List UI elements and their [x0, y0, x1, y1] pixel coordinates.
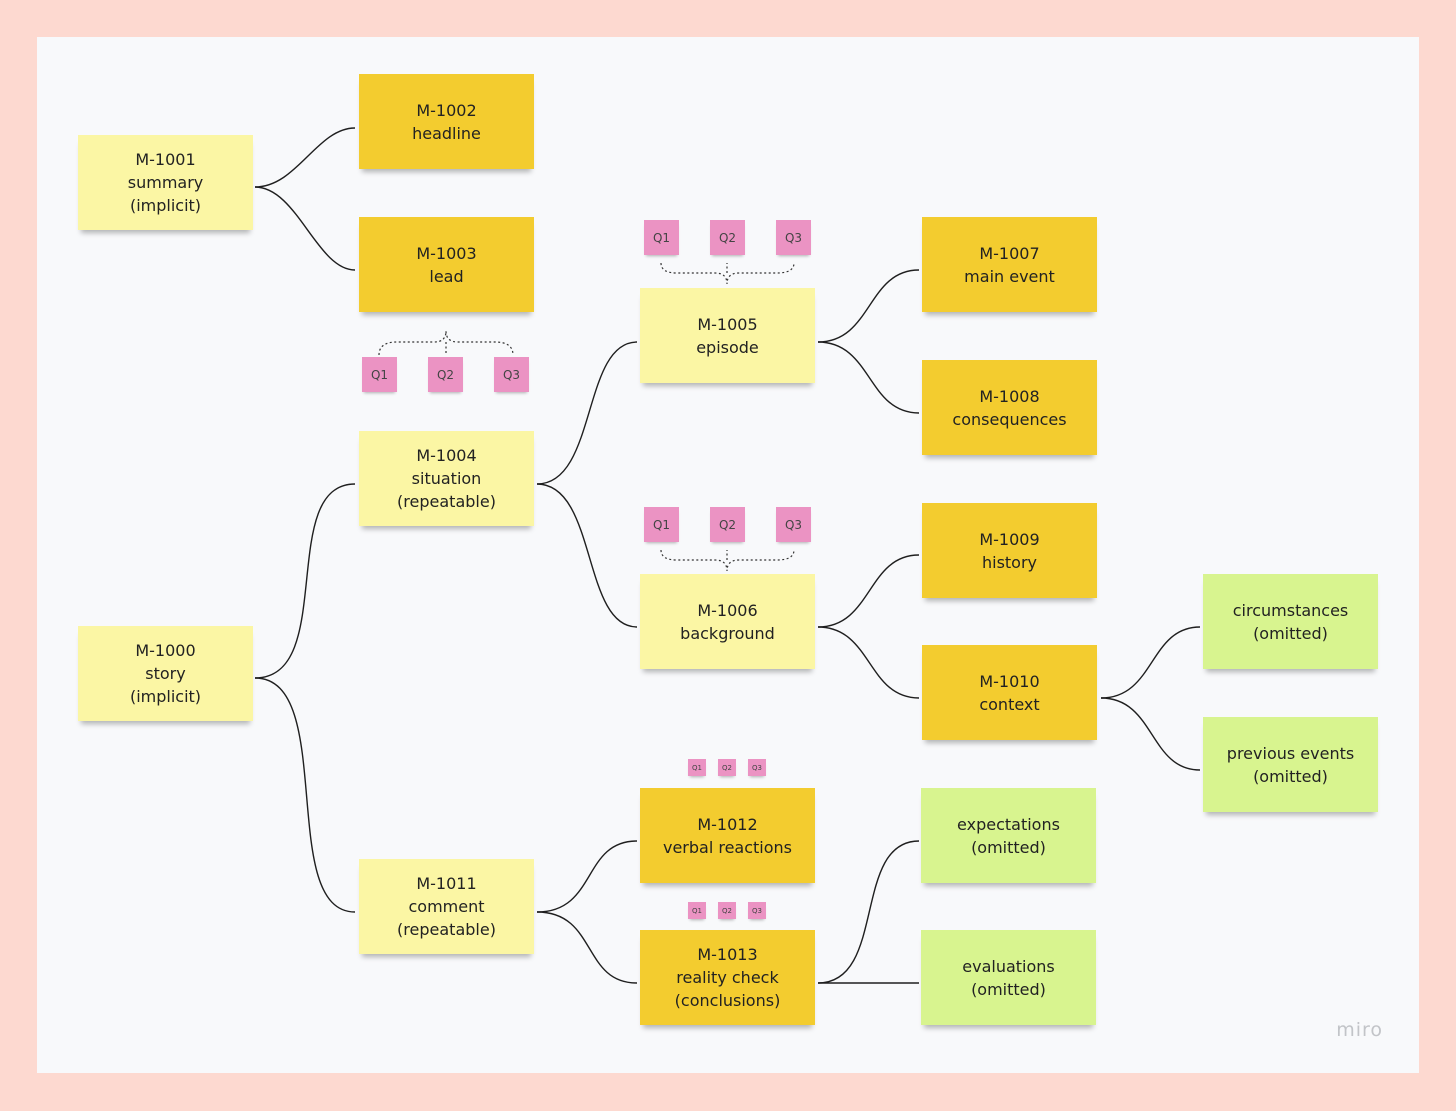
note-line: evaluations	[962, 956, 1055, 976]
note-line: (omitted)	[971, 837, 1046, 857]
note-m1000[interactable]: M-1000 story (implicit)	[78, 626, 253, 721]
note-line: comment	[408, 897, 485, 916]
note-line: (repeatable)	[397, 492, 496, 511]
note-m1008[interactable]: M-1008 consequences	[922, 360, 1097, 455]
note-circumstances[interactable]: circumstances (omitted)	[1203, 574, 1378, 669]
connector-m1011-m1013	[536, 911, 638, 984]
note-line: (conclusions)	[674, 991, 781, 1010]
note-m1013[interactable]: M-1013 reality check (conclusions)	[640, 930, 815, 1025]
note-line: history	[981, 552, 1038, 572]
connector-m1005-m1008	[817, 341, 920, 414]
note-line: situation	[411, 469, 482, 488]
note-m1006[interactable]: M-1006 background	[640, 574, 815, 669]
brace-m1005-questions	[660, 262, 795, 285]
question-note-q2[interactable]: Q2	[718, 759, 736, 776]
note-line: M-1010	[979, 671, 1040, 691]
question-note-q1[interactable]: Q1	[644, 507, 679, 542]
note-m1003[interactable]: M-1003 lead	[359, 217, 534, 312]
note-line: M-1002	[416, 100, 477, 120]
note-line: verbal reactions	[662, 837, 793, 857]
connector-m1000-m1004	[254, 483, 356, 679]
note-line: (omitted)	[971, 979, 1046, 999]
note-line: M-1005	[697, 314, 758, 334]
note-evaluations[interactable]: evaluations (omitted)	[921, 930, 1096, 1025]
note-line: M-1004	[416, 446, 477, 465]
connector-m1010-circumstances	[1100, 626, 1201, 699]
note-line: (implicit)	[129, 687, 202, 706]
connector-layer	[254, 127, 1201, 984]
note-line: M-1009	[979, 529, 1040, 549]
note-line: M-1006	[697, 600, 758, 620]
note-line: previous events	[1226, 743, 1355, 763]
note-line: M-1003	[416, 243, 477, 263]
note-m1007[interactable]: M-1007 main event	[922, 217, 1097, 312]
note-previous-events[interactable]: previous events (omitted)	[1203, 717, 1378, 812]
note-line: lead	[429, 266, 464, 286]
note-m1005[interactable]: M-1005 episode	[640, 288, 815, 383]
question-note-q1[interactable]: Q1	[688, 902, 706, 919]
note-expectations[interactable]: expectations (omitted)	[921, 788, 1096, 883]
connector-m1004-m1005	[536, 341, 638, 485]
note-line: M-1013	[697, 945, 758, 964]
connector-m1006-m1009	[817, 554, 920, 628]
connector-m1005-m1007	[817, 269, 920, 343]
note-line: (implicit)	[129, 196, 202, 215]
miro-watermark: miro	[1336, 1019, 1383, 1041]
question-note-q3[interactable]: Q3	[776, 220, 811, 255]
note-line: episode	[696, 337, 759, 357]
question-note-q1[interactable]: Q1	[688, 759, 706, 776]
note-m1009[interactable]: M-1009 history	[922, 503, 1097, 598]
connector-m1001-m1003	[254, 186, 356, 271]
question-note-q2[interactable]: Q2	[710, 220, 745, 255]
question-note-q2[interactable]: Q2	[428, 357, 463, 392]
question-note-q3[interactable]: Q3	[776, 507, 811, 542]
note-m1001[interactable]: M-1001 summary (implicit)	[78, 135, 253, 230]
connector-m1004-m1006	[536, 483, 638, 628]
question-note-q3[interactable]: Q3	[748, 759, 766, 776]
note-line: (repeatable)	[397, 920, 496, 939]
brace-m1006-questions	[660, 549, 795, 572]
question-note-q3[interactable]: Q3	[494, 357, 529, 392]
note-line: M-1012	[697, 814, 758, 834]
question-note-q1[interactable]: Q1	[644, 220, 679, 255]
connector-m1013-expectations	[817, 840, 920, 984]
question-note-q3[interactable]: Q3	[748, 902, 766, 919]
note-line: reality check	[676, 968, 779, 987]
note-line: main event	[964, 266, 1055, 286]
note-m1004[interactable]: M-1004 situation (repeatable)	[359, 431, 534, 526]
question-note-q2[interactable]: Q2	[718, 902, 736, 919]
note-m1011[interactable]: M-1011 comment (repeatable)	[359, 859, 534, 954]
connector-m1000-m1011	[254, 677, 356, 913]
note-line: M-1001	[135, 150, 196, 169]
note-line: M-1011	[416, 874, 477, 893]
note-line: circumstances	[1232, 600, 1349, 620]
note-line: summary	[127, 173, 204, 192]
note-line: story	[145, 664, 186, 683]
note-line: M-1000	[135, 641, 196, 660]
connector-m1001-m1002	[254, 127, 356, 188]
note-line: background	[680, 623, 775, 643]
note-line: expectations	[957, 814, 1060, 834]
note-m1012[interactable]: M-1012 verbal reactions	[640, 788, 815, 883]
note-m1010[interactable]: M-1010 context	[922, 645, 1097, 740]
connector-m1006-m1010	[817, 626, 920, 699]
note-line: headline	[412, 123, 481, 143]
question-note-q2[interactable]: Q2	[710, 507, 745, 542]
note-line: M-1008	[979, 386, 1040, 406]
note-m1002[interactable]: M-1002 headline	[359, 74, 534, 169]
brace-m1003-questions	[378, 330, 514, 356]
note-line: (omitted)	[1253, 766, 1328, 786]
connector-m1011-m1012	[536, 840, 638, 913]
miro-board[interactable]: M-1000 story (implicit) M-1001 summary (…	[37, 37, 1419, 1073]
note-line: (omitted)	[1253, 623, 1328, 643]
note-line: consequences	[952, 409, 1067, 429]
note-line: M-1007	[979, 243, 1040, 263]
question-note-q1[interactable]: Q1	[362, 357, 397, 392]
connector-m1010-previous-events	[1100, 697, 1201, 771]
note-line: context	[979, 694, 1040, 714]
